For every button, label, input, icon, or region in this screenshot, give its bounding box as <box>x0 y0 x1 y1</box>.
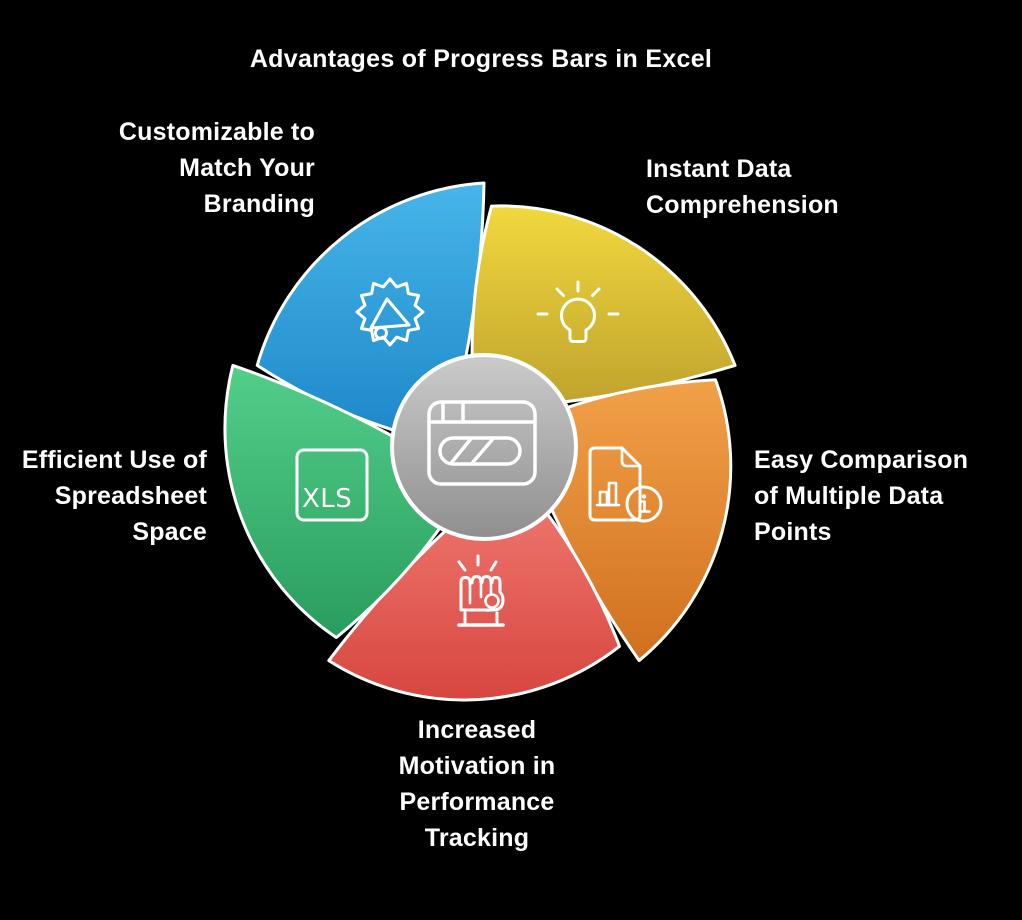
label-line: Tracking <box>424 824 530 852</box>
label-increased: Increased Motivation in Performance Trac… <box>334 712 620 856</box>
label-line: Branding <box>203 190 315 218</box>
label-line: Efficient Use of <box>21 446 207 474</box>
page-title: Advantages of Progress Bars in Excel <box>249 45 713 73</box>
label-line: Match Your <box>179 154 315 182</box>
report-info-icon <box>588 446 663 523</box>
label-line: of Multiple Data <box>754 482 944 510</box>
xls-icon-text: XLS <box>302 484 352 514</box>
segment-efficient-shape <box>223 363 446 639</box>
label-line: Easy Comparison <box>754 446 969 474</box>
label-line: Comprehension <box>646 191 839 219</box>
label-line: Points <box>754 518 832 546</box>
progress-bar-window-icon <box>427 400 537 486</box>
megaphone-badge-icon <box>355 277 425 347</box>
label-line: Instant Data <box>646 155 792 183</box>
label-line: Space <box>132 518 207 546</box>
raised-fist-icon <box>457 554 505 627</box>
label-efficient: Efficient Use of Spreadsheet Space <box>22 442 207 550</box>
label-line: Motivation in <box>398 752 556 780</box>
label-line: Spreadsheet <box>54 482 207 510</box>
label-line: Customizable to <box>118 118 315 146</box>
label-instant: Instant Data Comprehension <box>646 151 839 223</box>
label-easy: Easy Comparison of Multiple Data Points <box>754 442 968 550</box>
label-line: Performance <box>399 788 555 816</box>
lightbulb-icon <box>536 280 620 343</box>
xls-file-icon: XLS <box>295 448 369 522</box>
label-line: Increased <box>417 716 537 744</box>
label-customizable: Customizable to Match Your Branding <box>119 114 315 222</box>
